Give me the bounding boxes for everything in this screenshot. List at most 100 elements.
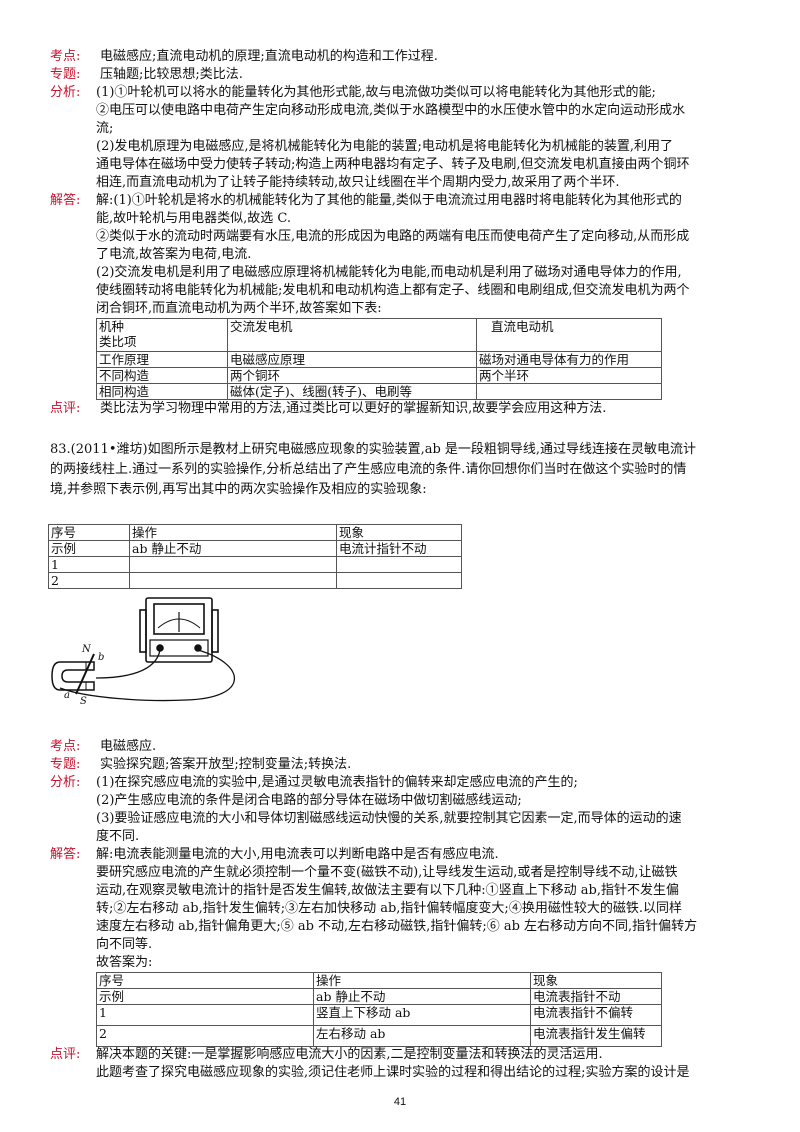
dianping-label: 点评:: [50, 401, 81, 416]
table-row: 不同构造 两个铜环 两个半环: [96, 367, 662, 384]
galvanometer-side: [139, 609, 147, 653]
table-cell: 工作原理: [96, 351, 228, 368]
jieda-line: 闭合铜环,而直流电动机为两个半环,故答案如下表:: [96, 301, 382, 316]
wire-left: [95, 649, 161, 679]
fenxi-line: (3)要验证感应电流的大小和导体切割磁感线运动快慢的关系,就要控制其它因素一定,…: [96, 811, 682, 826]
conductor-ab: [75, 653, 95, 695]
jieda-line: (2)交流发电机是利用了电磁感应原理将机械能转化为电能,而电动机是利用了磁场对通…: [96, 265, 682, 280]
figure-label: a: [64, 690, 70, 701]
jieda-line: 能,故叶轮机与用电器类似,故选 C.: [96, 211, 292, 226]
col2-header: 直流电动机: [476, 318, 662, 352]
table-cell: 1: [48, 556, 130, 573]
jieda-line: 了电流,故答案为电荷,电流.: [96, 247, 252, 262]
table-cell: [336, 572, 462, 589]
fenxi-label: 分析:: [50, 775, 81, 790]
table-cell: 竖直上下移动 ab: [313, 1004, 531, 1026]
table-row: 工作原理 电磁感应原理 磁场对通电导体有力的作用: [96, 351, 662, 368]
answer-table-83: 序号 操作 现象 示例 ab 静止不动 电流表指针不动 1 竖直上下移动 ab …: [96, 972, 662, 1047]
table-cell: 1: [96, 1004, 314, 1026]
galvanometer-dial: [153, 603, 205, 635]
table-cell: 2: [96, 1025, 314, 1047]
fenxi-line: 流;: [96, 121, 114, 136]
table-row: 序号 操作 现象: [96, 972, 662, 989]
fenxi-line: (2)产生感应电流的条件是闭合电路的部分导体在磁场中做切割磁感线运动;: [96, 793, 522, 808]
jieda-label: 解答:: [50, 193, 81, 208]
kaodian-label: 考点:: [50, 739, 81, 754]
jieda-line: 向不同等.: [96, 937, 153, 952]
table-cell: 2: [48, 572, 130, 589]
dianping-label: 点评:: [50, 1047, 81, 1062]
jieda-line: 速度左右移动 ab,指针偏角更大;⑤ ab 不动,左右移动磁铁,指针偏转;⑥ a…: [96, 919, 698, 934]
stem-line: 83.(2011•潍坊)如图所示是教材上研究电磁感应现象的实验装置,ab 是一段…: [50, 442, 697, 457]
figure-label: b: [98, 652, 104, 663]
fenxi-line: 度不同.: [96, 829, 140, 844]
table-header: 操作: [313, 972, 531, 989]
experiment-table-83: 序号 操作 现象 示例 ab 静止不动 电流计指针不动 1 2: [48, 524, 462, 589]
dianping-line: 此题考查了探究电磁感应现象的实验,须记住老师上课时实验的过程和得出结论的过程;实…: [96, 1065, 690, 1080]
wire-right: [59, 649, 235, 702]
dianping-line: 解决本题的关键:一是掌握影响感应电流大小的因素,二是控制变量法和转换法的灵活运用…: [96, 1047, 603, 1062]
header-b: 类比项: [99, 334, 137, 349]
jieda-line: 使线圈转动将电能转化为机械能;发电机和电动机构造上都有定子、线圈和电刷组成,但交…: [96, 283, 690, 298]
table-cell: [476, 383, 662, 400]
table-header: 现象: [530, 972, 662, 989]
table-cell: [129, 556, 337, 573]
table-row: 2: [48, 572, 462, 589]
dianping-text: 类比法为学习物理中常用的方法,通过类比可以更好的掌握新知识,故要学会应用这种方法…: [100, 401, 607, 416]
table-cell: 两个铜环: [227, 367, 477, 384]
kaodian-text: 电磁感应;直流电动机的原理;直流电动机的构造和工作过程.: [100, 49, 438, 64]
stem-line: 境,并参照下表示例,再写出其中的两次实验操作及相应的实验现象:: [50, 482, 427, 497]
fenxi-text-82: (1)①叶轮机可以将水的能量转化为其他形式能,故与电流做功类似可以将电能转化为其…: [96, 84, 756, 192]
jieda-line: 解:电流表能测量电流的大小,用电流表可以判断电路中是否有感应电流.: [96, 847, 499, 862]
u-magnet: [51, 661, 95, 691]
electromagnetic-induction-figure: N b a S: [51, 597, 235, 706]
table-row: 相同构造 磁体(定子)、线圈(转子)、电刷等: [96, 383, 662, 400]
table-cell: 电流表指针发生偏转: [530, 1025, 662, 1047]
table-cell: 电磁感应原理: [227, 351, 477, 368]
table-header: 现象: [336, 524, 462, 541]
stem-line: 的两接线柱上.通过一系列的实验操作,分析总结出了产生感应电流的条件.请你回想你们…: [50, 462, 687, 477]
diagonal-header-cell: 机种 类比项: [96, 318, 228, 352]
table-cell: 示例: [48, 540, 130, 557]
fenxi-line: (1)①叶轮机可以将水的能量转化为其他形式能,故与电流做功类似可以将电能转化为其…: [96, 85, 656, 100]
fenxi-label: 分析:: [50, 85, 81, 100]
col1-header: 交流发电机: [227, 318, 477, 352]
fenxi-line: ②电压可以使电路中电荷产生定向移动形成电流,类似于水路模型中的水压使水管中的水定…: [96, 103, 686, 118]
fenxi-line: 通电导体在磁场中受力使转子转动;构造上两种电器均有定子、转子及电刷,但交流发电机…: [96, 157, 690, 172]
zhuanti-text: 实验探究题;答案开放型;控制变量法;转换法.: [100, 757, 352, 772]
galvanometer-side: [211, 609, 219, 653]
kaodian-text: 电磁感应.: [100, 739, 157, 754]
jieda-text-83: 解:电流表能测量电流的大小,用电流表可以判断电路中是否有感应电流. 要研究感应电…: [96, 846, 756, 972]
jieda-line: 转;②左右移动 ab,指针发生偏转;③左右加快移动 ab,指针偏转幅度变大;④换…: [96, 901, 682, 916]
table-cell: 磁体(定子)、线圈(转子)、电刷等: [227, 383, 477, 400]
terminal-strip: [149, 639, 209, 657]
table-row: 示例 ab 静止不动 电流表指针不动: [96, 988, 662, 1005]
fenxi-line: (1)在探究感应电流的实验中,是通过灵敏电流表指针的偏转来却定感应电流的产生的;: [96, 775, 578, 790]
header-a: 机种: [99, 319, 125, 334]
table-cell: [129, 572, 337, 589]
table-cell: 左右移动 ab: [313, 1025, 531, 1047]
table-cell: [336, 556, 462, 573]
table-row: 序号 操作 现象: [48, 524, 462, 541]
jieda-line: 解:(1)①叶轮机是将水的机械能转化为了其他的能量,类似于电流流过用电器时将电能…: [96, 193, 682, 208]
fenxi-line: 相连,而直流电动机为了让转子能持续转动,故只让线圈在半个周期内受力,故采用了两个…: [96, 175, 620, 190]
zhuanti-label: 专题:: [50, 757, 81, 772]
table-row: 2 左右移动 ab 电流表指针发生偏转: [96, 1025, 662, 1047]
table-cell: 相同构造: [96, 383, 228, 400]
zhuanti-label: 专题:: [50, 67, 81, 82]
table-cell: ab 静止不动: [313, 988, 531, 1005]
table-cell: 两个半环: [476, 367, 662, 384]
terminal-right: [194, 644, 202, 652]
table-header: 操作: [129, 524, 337, 541]
jieda-text-82: 解:(1)①叶轮机是将水的机械能转化为了其他的能量,类似于电流流过用电器时将电能…: [96, 192, 756, 318]
kaodian-label: 考点:: [50, 49, 81, 64]
table-cell: 电流计指针不动: [336, 540, 462, 557]
jieda-line: 故答案为:: [96, 955, 153, 970]
jieda-line: ②类似于水的流动时两端要有水压,电流的形成因为电路的两端有电压而使电荷产生了定向…: [96, 229, 690, 244]
table-cell: 不同构造: [96, 367, 228, 384]
dianping-text-83: 解决本题的关键:一是掌握影响感应电流大小的因素,二是控制变量法和转换法的灵活运用…: [96, 1046, 756, 1082]
table-cell: 磁场对通电导体有力的作用: [476, 351, 662, 368]
table-header: 序号: [48, 524, 130, 541]
table-cell: 电流表指针不偏转: [530, 1004, 662, 1026]
